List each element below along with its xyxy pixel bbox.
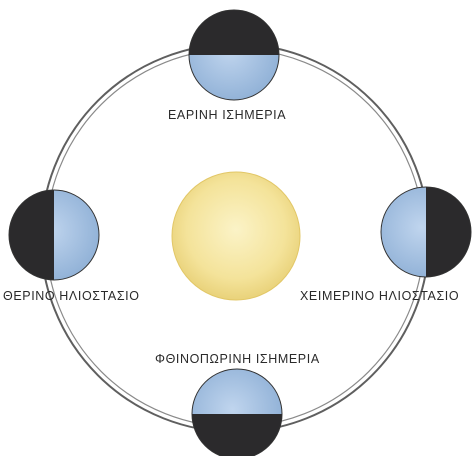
label-spring-equinox: ΕΑΡΙΝΗ ΙΣΗΜΕΡΙΑ [168,108,286,122]
planet-right [381,187,471,277]
sun [172,172,300,300]
label-summer-solstice: ΘΕΡΙΝΟ ΗΛΙΟΣΤΑΣΙΟ [3,289,140,303]
planet-top [189,10,279,100]
label-autumn-equinox: ΦΘΙΝΟΠΩΡΙΝΗ ΙΣΗΜΕΡΙΑ [155,352,320,366]
planet-left [9,190,99,280]
planet-bottom [192,369,282,456]
label-winter-solstice: ΧΕΙΜΕΡΙΝΟ ΗΛΙΟΣΤΑΣΙΟ [300,289,459,303]
